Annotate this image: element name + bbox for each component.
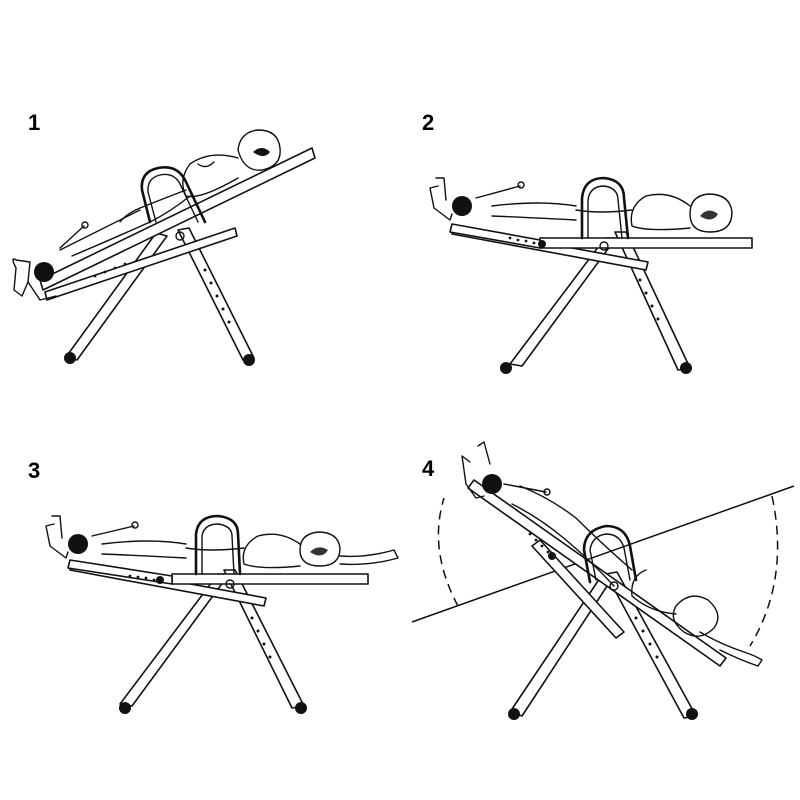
inversion-table-illustration-1 — [12, 129, 316, 366]
person-figure — [45, 515, 399, 569]
table-frame — [467, 479, 727, 720]
inversion-table-illustration-4 — [411, 441, 795, 720]
step-number-2: 2 — [422, 110, 435, 135]
table-frame — [449, 176, 753, 374]
inversion-table-illustration-3 — [45, 514, 399, 714]
table-frame — [67, 514, 369, 714]
table-frame — [39, 147, 316, 366]
step-3-panel: 3 — [0, 400, 400, 800]
step-number-4: 4 — [422, 456, 435, 481]
step-number-3: 3 — [28, 458, 41, 483]
person-figure — [12, 129, 281, 301]
inversion-table-illustration-2 — [429, 176, 753, 374]
person-figure — [429, 177, 733, 233]
step-4-panel: 4 — [400, 400, 800, 800]
rotation-guide — [411, 485, 795, 647]
step-2-panel: 2 — [400, 0, 800, 400]
person-figure — [461, 441, 763, 667]
step-number-1: 1 — [28, 110, 41, 135]
step-1-panel: 1 — [0, 0, 400, 400]
